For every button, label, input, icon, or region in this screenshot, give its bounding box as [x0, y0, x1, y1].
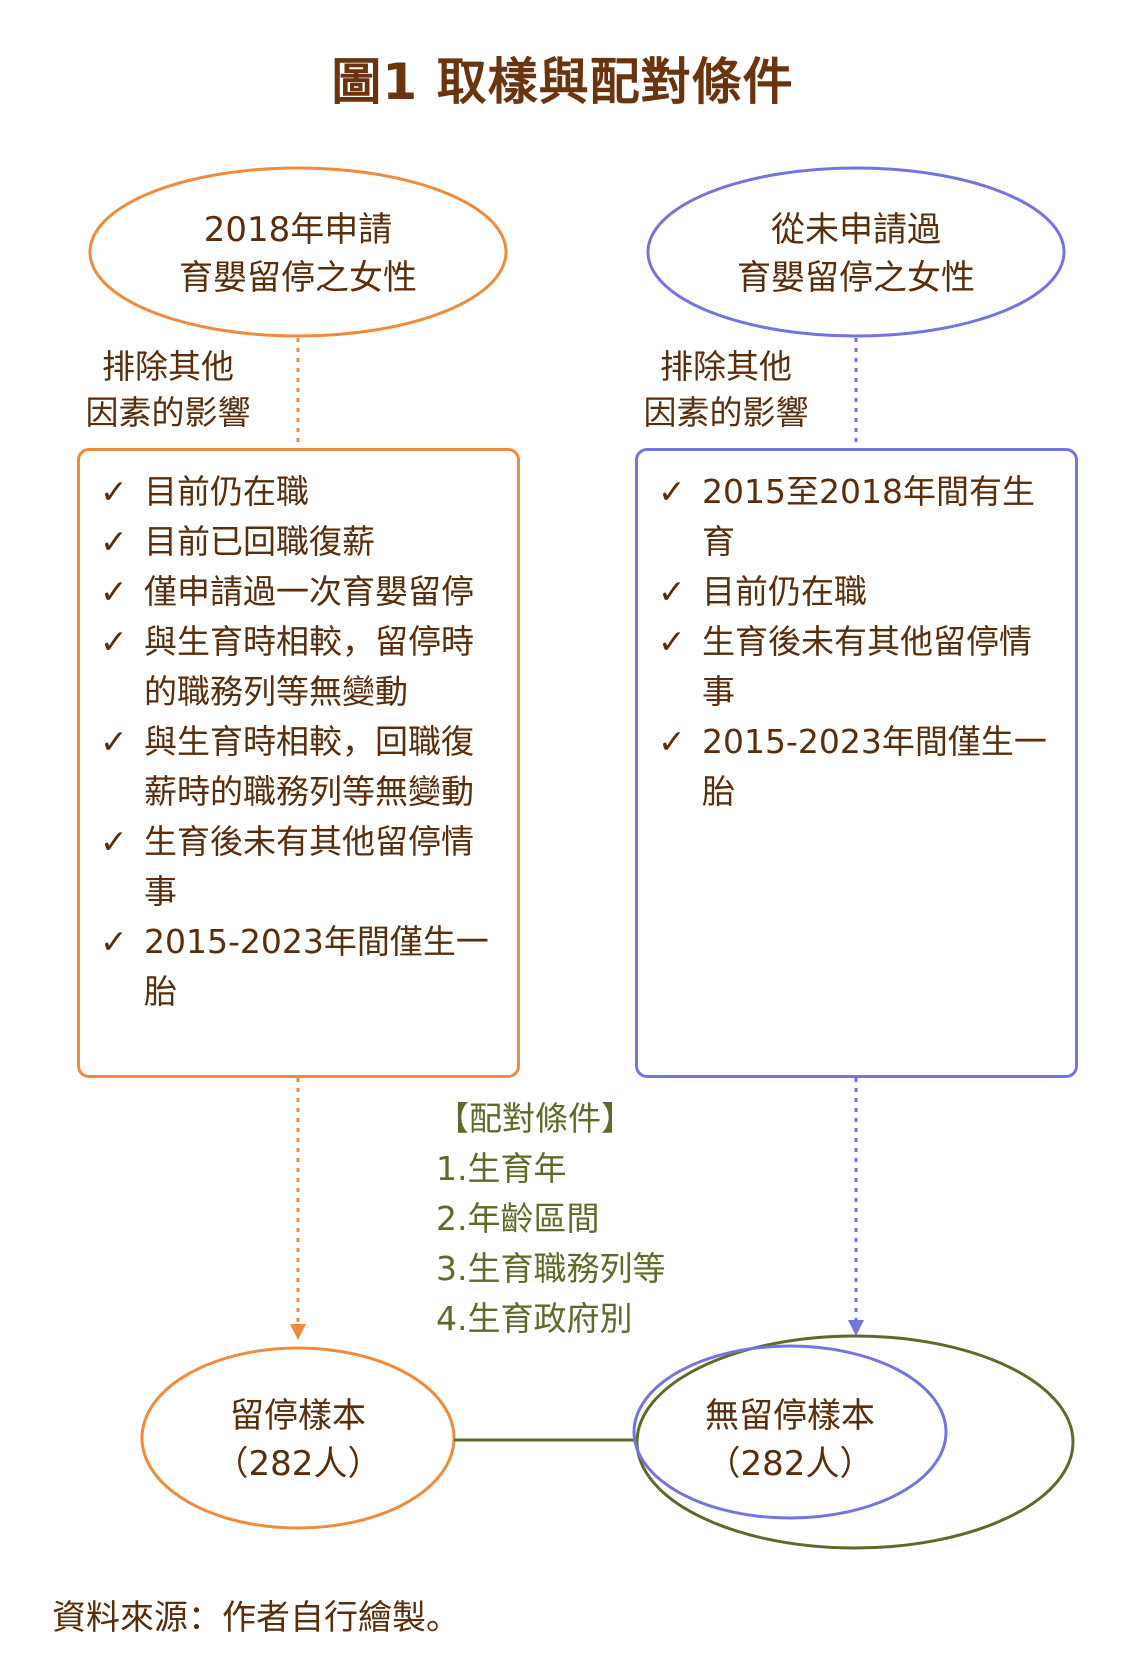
right-sample-count: （282人） [706, 1444, 874, 1484]
left-criterion: ✓與生育時相較，回職復薪時的職務列等無變動 [80, 717, 499, 817]
check-icon: ✓ [100, 622, 128, 661]
right-sample-name: 無留停樣本 [705, 1396, 875, 1436]
right-bottom-node-label: 無留停樣本 （282人） [640, 1392, 940, 1488]
left-sample-count: （282人） [214, 1444, 382, 1484]
left-criteria-box: ✓目前仍在職 ✓目前已回職復薪 ✓僅申請過一次育嬰留停 ✓與生育時相較，留停時的… [77, 448, 520, 1078]
check-icon: ✓ [658, 722, 686, 761]
check-icon: ✓ [100, 722, 128, 761]
right-criterion: ✓生育後未有其他留停情事 [638, 617, 1057, 717]
check-icon: ✓ [100, 922, 128, 961]
check-icon: ✓ [100, 822, 128, 861]
left-criteria-list: ✓目前仍在職 ✓目前已回職復薪 ✓僅申請過一次育嬰留停 ✓與生育時相較，留停時的… [80, 451, 517, 1017]
right-arrowhead [848, 1320, 864, 1336]
left-exclusion-note: 排除其他 因素的影響 [53, 344, 283, 436]
check-icon: ✓ [100, 572, 128, 611]
right-criterion: ✓目前仍在職 [638, 567, 1057, 617]
right-exclusion-note: 排除其他 因素的影響 [611, 344, 841, 436]
left-criterion: ✓目前已回職復薪 [80, 517, 499, 567]
matching-item: 3.生育職務列等 [436, 1249, 666, 1288]
left-top-node-line2: 育嬰留停之女性 [179, 258, 417, 298]
matching-conditions: 【配對條件】 1.生育年 2.年齡區間 3.生育職務列等 4.生育政府別 [436, 1094, 666, 1344]
right-top-ellipse [646, 166, 1066, 338]
check-icon: ✓ [100, 472, 128, 511]
green-match-ellipse [635, 1334, 1075, 1550]
left-criterion: ✓與生育時相較，留停時的職務列等無變動 [80, 617, 499, 717]
right-criterion: ✓2015至2018年間有生育 [638, 467, 1057, 567]
left-arrowhead [290, 1324, 306, 1340]
check-icon: ✓ [658, 472, 686, 511]
check-icon: ✓ [658, 572, 686, 611]
left-criterion: ✓生育後未有其他留停情事 [80, 817, 499, 917]
left-bottom-ellipse [140, 1346, 456, 1530]
left-bottom-node-label: 留停樣本 （282人） [148, 1392, 448, 1488]
matching-item: 4.生育政府別 [436, 1299, 633, 1338]
right-criteria-list: ✓2015至2018年間有生育 ✓目前仍在職 ✓生育後未有其他留停情事 ✓201… [638, 451, 1075, 817]
left-criterion: ✓目前仍在職 [80, 467, 499, 517]
right-top-node-line2: 育嬰留停之女性 [737, 258, 975, 298]
check-icon: ✓ [100, 522, 128, 561]
source-note: 資料來源：作者自行繪製。 [52, 1598, 460, 1638]
figure-title: 圖1 取樣與配對條件 [331, 53, 794, 111]
left-criterion: ✓2015-2023年間僅生一胎 [80, 917, 499, 1017]
right-note-line2: 因素的影響 [643, 393, 809, 432]
left-note-line1: 排除其他 [102, 347, 234, 386]
left-top-node-label: 2018年申請 育嬰留停之女性 [98, 206, 498, 302]
matching-heading: 【配對條件】 [436, 1099, 634, 1138]
left-top-node-line1: 2018年申請 [203, 210, 393, 250]
right-criterion: ✓2015-2023年間僅生一胎 [638, 717, 1057, 817]
right-top-node-line1: 從未申請過 [771, 210, 941, 250]
left-criterion: ✓僅申請過一次育嬰留停 [80, 567, 499, 617]
right-criteria-box: ✓2015至2018年間有生育 ✓目前仍在職 ✓生育後未有其他留停情事 ✓201… [635, 448, 1078, 1078]
right-note-line1: 排除其他 [660, 347, 792, 386]
right-bottom-ellipse [632, 1344, 948, 1520]
left-sample-name: 留停樣本 [230, 1396, 366, 1436]
left-top-ellipse [88, 166, 508, 338]
check-icon: ✓ [658, 622, 686, 661]
matching-item: 2.年齡區間 [436, 1199, 600, 1238]
matching-item: 1.生育年 [436, 1149, 567, 1188]
right-top-node-label: 從未申請過 育嬰留停之女性 [656, 206, 1056, 302]
left-note-line2: 因素的影響 [85, 393, 251, 432]
